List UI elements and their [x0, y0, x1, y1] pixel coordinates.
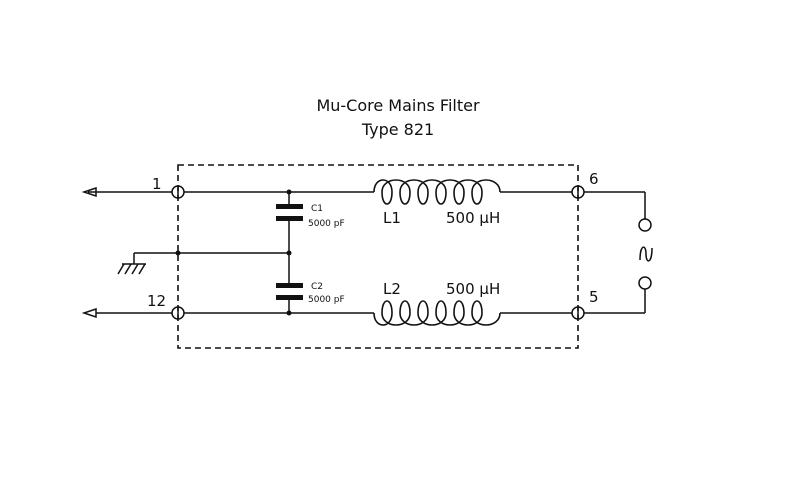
filter-enclosure — [177, 164, 579, 349]
capacitor-c2-value: 5000 pF — [308, 295, 345, 305]
junction-dot — [286, 189, 292, 195]
capacitor-c1-plate-top — [276, 204, 303, 209]
junction-dot — [286, 310, 292, 316]
inductor-l2-coil — [373, 300, 501, 326]
capacitor-c2-ref: C2 — [311, 282, 323, 292]
title-line-2: Type 821 — [361, 120, 434, 139]
arrow-left-icon — [81, 307, 97, 319]
ground-icon — [117, 252, 289, 275]
inductor-l2-ref: L2 — [383, 280, 401, 298]
terminal-1 — [171, 185, 185, 199]
pin-label-12: 12 — [147, 292, 166, 310]
wire-top — [96, 191, 646, 219]
pin-label-5: 5 — [589, 288, 599, 306]
pin-label-6: 6 — [589, 170, 599, 188]
ac-source-icon — [638, 218, 653, 290]
inductor-l1-value: 500 µH — [446, 209, 500, 227]
capacitor-c2-plate-top — [276, 283, 303, 288]
wire-bottom — [96, 289, 646, 314]
inductor-l1-coil — [373, 179, 501, 205]
terminal-12 — [171, 306, 185, 320]
title-line-1: Mu-Core Mains Filter — [316, 96, 480, 115]
inductor-l1-ref: L1 — [383, 209, 401, 227]
pin-label-1: 1 — [152, 175, 162, 193]
capacitor-c1-ref: C1 — [311, 204, 323, 214]
capacitor-c1-plate-bottom — [276, 216, 303, 221]
arrow-left-icon — [81, 186, 97, 198]
capacitor-c2-plate-bottom — [276, 295, 303, 300]
capacitor-c1-value: 5000 pF — [308, 219, 345, 229]
terminal-5 — [571, 306, 585, 320]
inductor-l2-value: 500 µH — [446, 280, 500, 298]
terminal-6 — [571, 185, 585, 199]
